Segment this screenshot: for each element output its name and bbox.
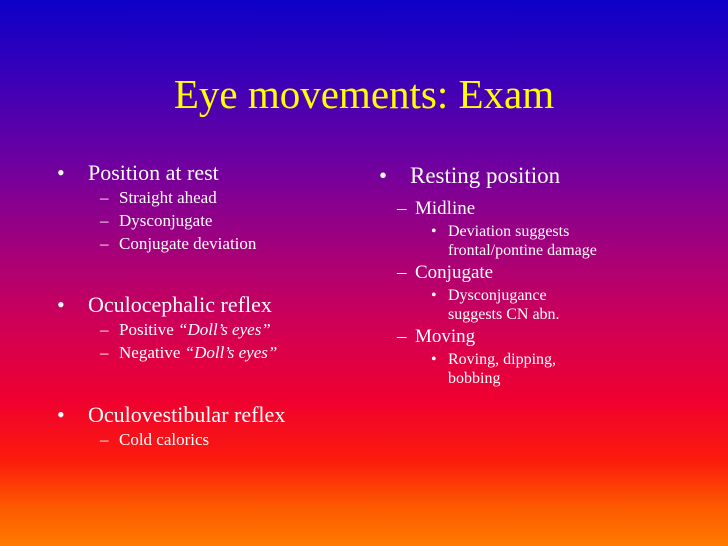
sub-item-text: Positive bbox=[119, 320, 179, 339]
sub-item-text: Straight ahead bbox=[119, 188, 217, 207]
dash-marker: – bbox=[100, 343, 109, 362]
sub-item-italic-text: “Doll’s eyes” bbox=[184, 343, 278, 362]
sub-sub-item-dysconjugance: • Dysconjugance suggests CN abn. bbox=[379, 286, 709, 324]
bullet-marker: • bbox=[431, 351, 437, 368]
sub-sub-item-line: Deviation suggests bbox=[448, 223, 570, 240]
sub-sub-item-line: Roving, dipping, bbox=[448, 351, 557, 368]
sub-item-text: Conjugate deviation bbox=[119, 234, 257, 253]
sub-item-text: Negative bbox=[119, 343, 185, 362]
bullet-resting-position: • Resting position bbox=[379, 163, 709, 189]
bullet-text: Resting position bbox=[410, 163, 561, 188]
bullet-marker: • bbox=[379, 163, 388, 188]
bullet-text: Position at rest bbox=[88, 160, 219, 185]
dash-marker: – bbox=[397, 198, 407, 219]
right-column: • Resting position – Midline • Deviation… bbox=[379, 163, 709, 388]
bullet-marker: • bbox=[57, 402, 65, 427]
dash-marker: – bbox=[100, 211, 109, 230]
sub-sub-item-line: Dysconjugance bbox=[448, 287, 547, 304]
sub-sub-item-roving: • Roving, dipping, bobbing bbox=[379, 350, 709, 388]
bullet-text: Oculocephalic reflex bbox=[88, 292, 272, 317]
dash-marker: – bbox=[100, 234, 109, 253]
dash-marker: – bbox=[100, 430, 109, 449]
left-column: • Position at rest – Straight ahead – Dy… bbox=[57, 160, 357, 451]
sub-sub-item-line: suggests CN abn. bbox=[448, 306, 560, 323]
sub-item-text: Conjugate bbox=[415, 262, 494, 283]
sub-item-text: Dysconjugate bbox=[119, 211, 213, 230]
bullet-oculocephalic-reflex: • Oculocephalic reflex bbox=[57, 292, 357, 318]
dash-marker: – bbox=[100, 320, 109, 339]
sub-item-text: Moving bbox=[415, 326, 476, 347]
bullet-marker: • bbox=[431, 287, 437, 304]
sub-item-cold-calorics: – Cold calorics bbox=[57, 428, 357, 451]
sub-item-conjugate-deviation: – Conjugate deviation bbox=[57, 232, 357, 255]
sub-sub-item-line: frontal/pontine damage bbox=[448, 242, 597, 259]
sub-item-moving: – Moving bbox=[379, 324, 709, 350]
dash-marker: – bbox=[397, 262, 407, 283]
sub-item-positive-dolls-eyes: – Positive “Doll’s eyes” bbox=[57, 318, 357, 341]
sub-item-dysconjugate: – Dysconjugate bbox=[57, 209, 357, 232]
sub-sub-item-deviation: • Deviation suggests frontal/pontine dam… bbox=[379, 222, 709, 260]
sub-item-straight-ahead: – Straight ahead bbox=[57, 186, 357, 209]
sub-item-text: Midline bbox=[415, 198, 476, 219]
sub-item-midline: – Midline bbox=[379, 196, 709, 222]
bullet-position-at-rest: • Position at rest bbox=[57, 160, 357, 186]
sub-item-conjugate: – Conjugate bbox=[379, 260, 709, 286]
dash-marker: – bbox=[397, 326, 407, 347]
bullet-text: Oculovestibular reflex bbox=[88, 402, 286, 427]
dash-marker: – bbox=[100, 188, 109, 207]
sub-item-italic-text: “Doll’s eyes” bbox=[178, 320, 271, 339]
sub-item-text: Cold calorics bbox=[119, 430, 210, 449]
bullet-marker: • bbox=[57, 160, 65, 185]
bullet-marker: • bbox=[57, 292, 65, 317]
bullet-oculovestibular-reflex: • Oculovestibular reflex bbox=[57, 402, 357, 428]
sub-sub-item-line: bobbing bbox=[448, 370, 501, 387]
slide-title: Eye movements: Exam bbox=[173, 71, 555, 117]
sub-item-negative-dolls-eyes: – Negative “Doll’s eyes” bbox=[57, 341, 357, 364]
bullet-marker: • bbox=[431, 223, 437, 240]
